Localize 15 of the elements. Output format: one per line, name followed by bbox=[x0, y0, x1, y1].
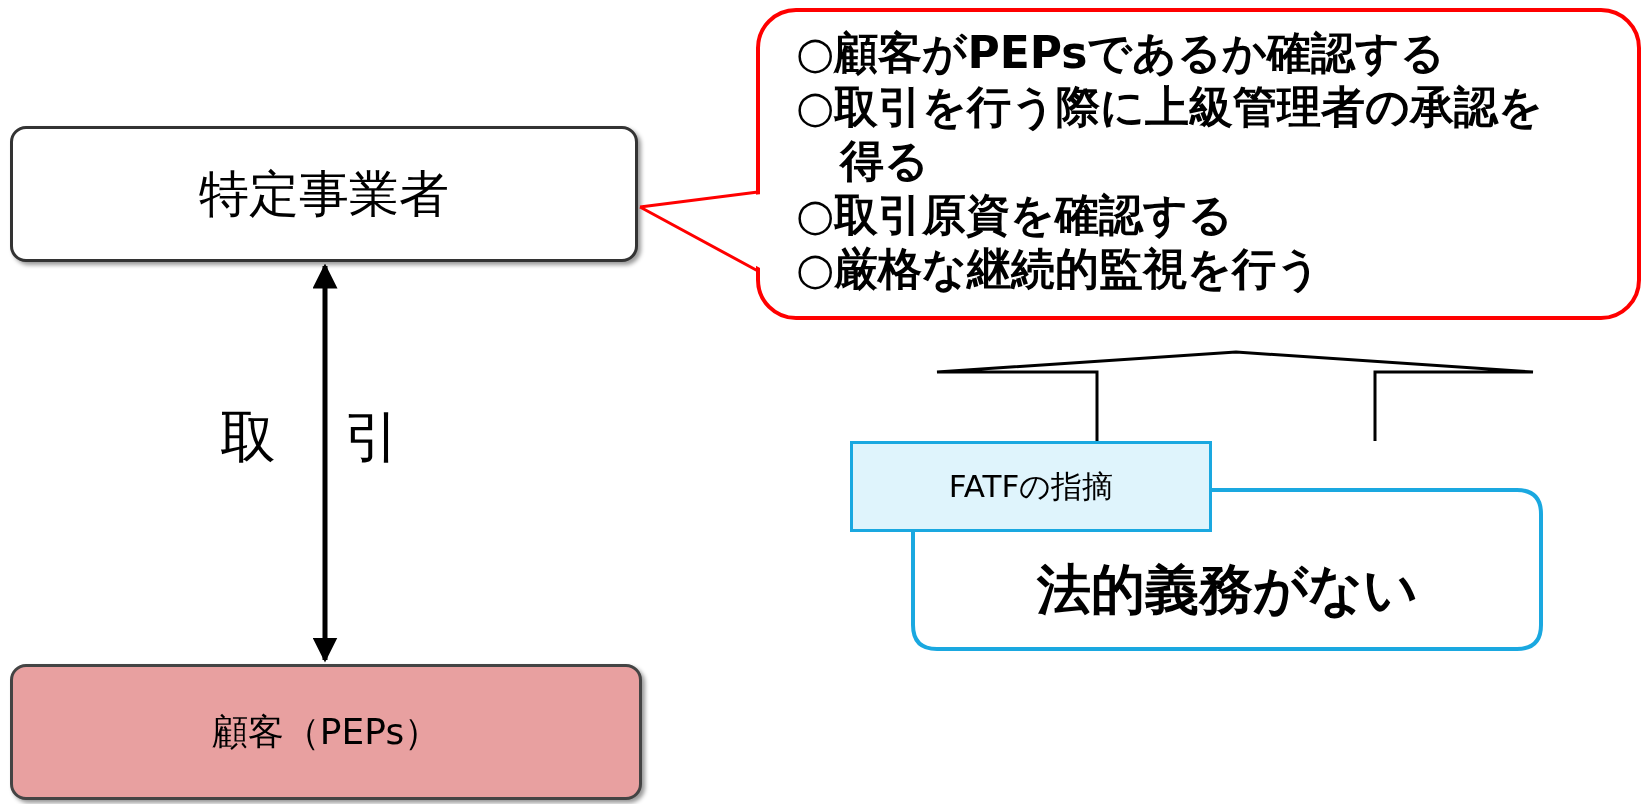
checklist-item: ○取引を行う際に上級管理者の承認を得る bbox=[796, 80, 1545, 188]
double-arrow bbox=[312, 263, 338, 663]
entity-box bbox=[10, 126, 638, 262]
box-text: 法的義務がない bbox=[1036, 557, 1418, 623]
edge-label: 取 引 bbox=[220, 403, 401, 471]
box-text: 特定事業者 bbox=[199, 163, 449, 225]
customer-box bbox=[10, 664, 642, 800]
checklist-item: ○顧客がPEPsであるか確認する bbox=[796, 26, 1447, 80]
callout-box bbox=[756, 8, 1641, 320]
checklist-item: ○取引原資を確認する bbox=[796, 188, 1235, 242]
box-text: 顧客（PEPs） bbox=[211, 709, 441, 754]
tab-text: FATFの指摘 bbox=[948, 466, 1114, 506]
tab-label bbox=[850, 441, 1212, 532]
checklist-item: ○厳格な継続的監視を行う bbox=[796, 242, 1323, 296]
block-arrow bbox=[935, 350, 1535, 443]
